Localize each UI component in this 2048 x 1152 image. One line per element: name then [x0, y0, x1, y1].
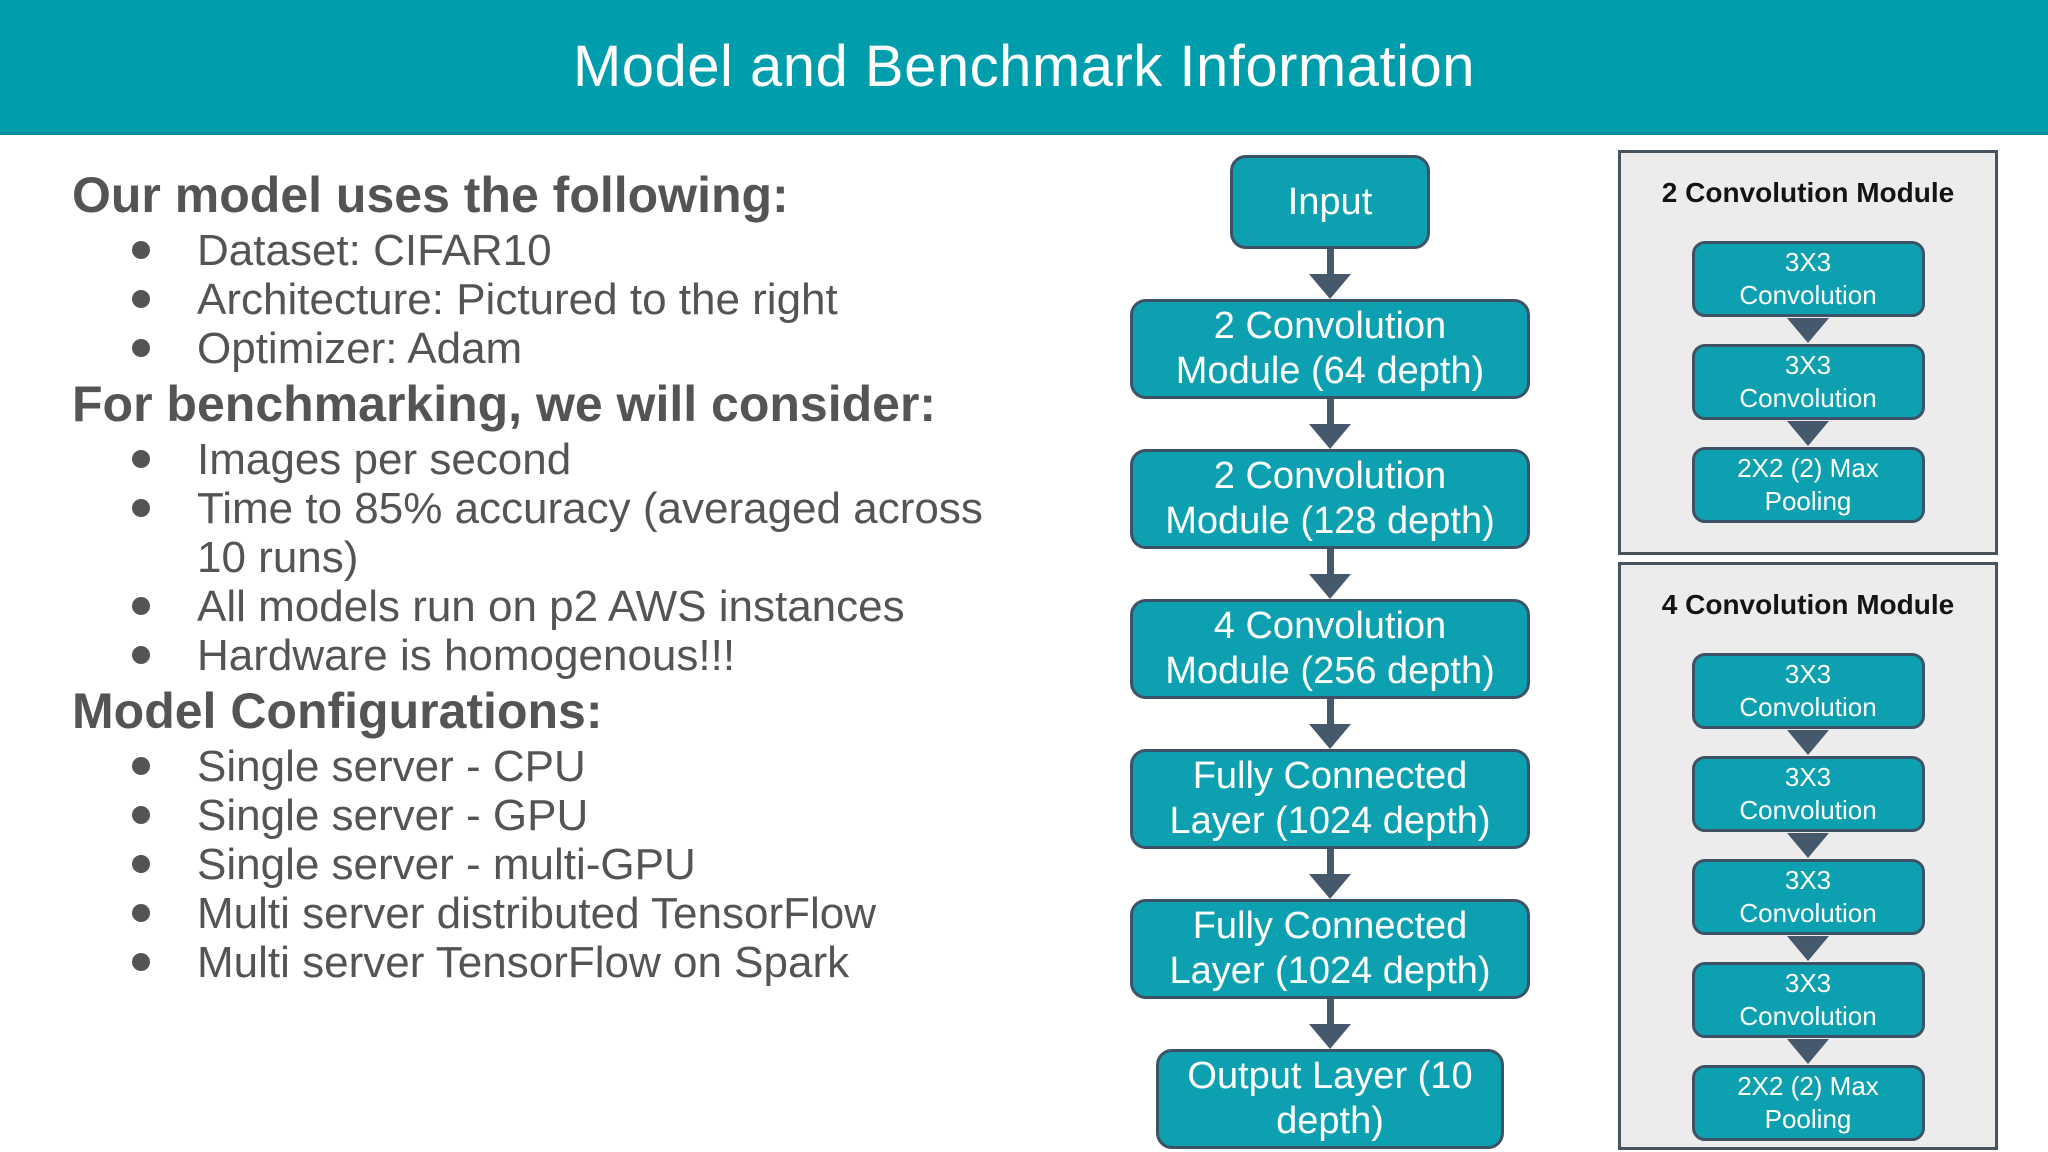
arrow-head [1309, 424, 1351, 449]
flow-node: Fully Connected Layer (1024 depth) [1130, 749, 1530, 849]
arrow-head [1787, 1039, 1829, 1064]
slide-header: Model and Benchmark Information [0, 0, 2048, 135]
panel-stack: 3X3 Convolution 3X3 Convolution 3X3 Convol… [1691, 653, 1925, 1141]
section-heading: For benchmarking, we will consider: [72, 376, 937, 432]
panel-node: 3X3 Convolution [1691, 241, 1925, 317]
bullet-item: Multi server distributed TensorFlow [72, 889, 1052, 938]
panel-title: 2 Convolution Module [1661, 177, 1955, 208]
section-heading: Model Configurations: [72, 683, 603, 739]
left-content: Our model uses the following:Dataset: CI… [72, 164, 1052, 987]
bullet-item: Multi server TensorFlow on Spark [72, 938, 1052, 987]
arrow-head [1309, 874, 1351, 899]
panel-node: 2X2 (2) Max Pooling [1691, 447, 1925, 523]
panel-node: 3X3 Convolution [1691, 859, 1925, 935]
panel-node: 3X3 Convolution [1691, 653, 1925, 729]
arrow-head [1787, 730, 1829, 755]
arrow-head [1787, 833, 1829, 858]
bullet-item: Time to 85% accuracy (averaged across 10… [72, 484, 1052, 582]
bullet-item: Architecture: Pictured to the right [72, 275, 1052, 324]
bullet-item: Dataset: CIFAR10 [72, 226, 1052, 275]
architecture-flowchart: Input 2 Convolution Module (64 depth) 2 Co… [1130, 155, 1530, 1149]
bullet-item: Optimizer: Adam [72, 324, 1052, 373]
bullet-item: Single server - CPU [72, 742, 1052, 791]
flow-node: 2 Convolution Module (64 depth) [1130, 299, 1530, 399]
section-heading: Our model uses the following: [72, 167, 789, 223]
arrow-down-icon [1309, 699, 1351, 749]
arrow-head [1309, 574, 1351, 599]
flow-node: 2 Convolution Module (128 depth) [1130, 449, 1530, 549]
arrow-down-icon [1309, 249, 1351, 299]
flow-node: Input [1230, 155, 1430, 249]
arrow-head [1787, 936, 1829, 961]
panel-stack: 3X3 Convolution 3X3 Convolution 2X2 (2) Ma… [1691, 241, 1925, 523]
arrow-down-icon [1787, 833, 1829, 858]
arrow-down-icon [1787, 318, 1829, 343]
arrow-head [1309, 1024, 1351, 1049]
arrow-down-icon [1787, 730, 1829, 755]
arrow-stem [1326, 549, 1334, 574]
bullet-item: All models run on p2 AWS instances [72, 582, 1052, 631]
arrow-head [1787, 318, 1829, 343]
flow-node: 4 Convolution Module (256 depth) [1130, 599, 1530, 699]
flow-node: Fully Connected Layer (1024 depth) [1130, 899, 1530, 999]
arrow-stem [1326, 699, 1334, 724]
arrow-down-icon [1787, 936, 1829, 961]
arrow-down-icon [1309, 399, 1351, 449]
panel-node: 3X3 Convolution [1691, 962, 1925, 1038]
panel-node: 2X2 (2) Max Pooling [1691, 1065, 1925, 1141]
arrow-down-icon [1309, 549, 1351, 599]
bullet-item: Single server - GPU [72, 791, 1052, 840]
arrow-down-icon [1309, 849, 1351, 899]
slide-title: Model and Benchmark Information [572, 33, 1476, 99]
arrow-head [1309, 274, 1351, 299]
bullet-item: Images per second [72, 435, 1052, 484]
flow-node: Output Layer (10 depth) [1156, 1049, 1504, 1149]
panel-title: 4 Convolution Module [1661, 589, 1955, 620]
bullet-item: Hardware is homogenous!!! [72, 631, 1052, 680]
arrow-head [1309, 724, 1351, 749]
arrow-head [1787, 421, 1829, 446]
arrow-stem [1326, 399, 1334, 424]
arrow-down-icon [1787, 421, 1829, 446]
arrow-stem [1326, 849, 1334, 874]
panel-node: 3X3 Convolution [1691, 756, 1925, 832]
arrow-down-icon [1787, 1039, 1829, 1064]
panel-node: 3X3 Convolution [1691, 344, 1925, 420]
arrow-stem [1326, 249, 1334, 274]
bullet-item: Single server - multi-GPU [72, 840, 1052, 889]
arrow-stem [1326, 999, 1334, 1024]
arrow-down-icon [1309, 999, 1351, 1049]
